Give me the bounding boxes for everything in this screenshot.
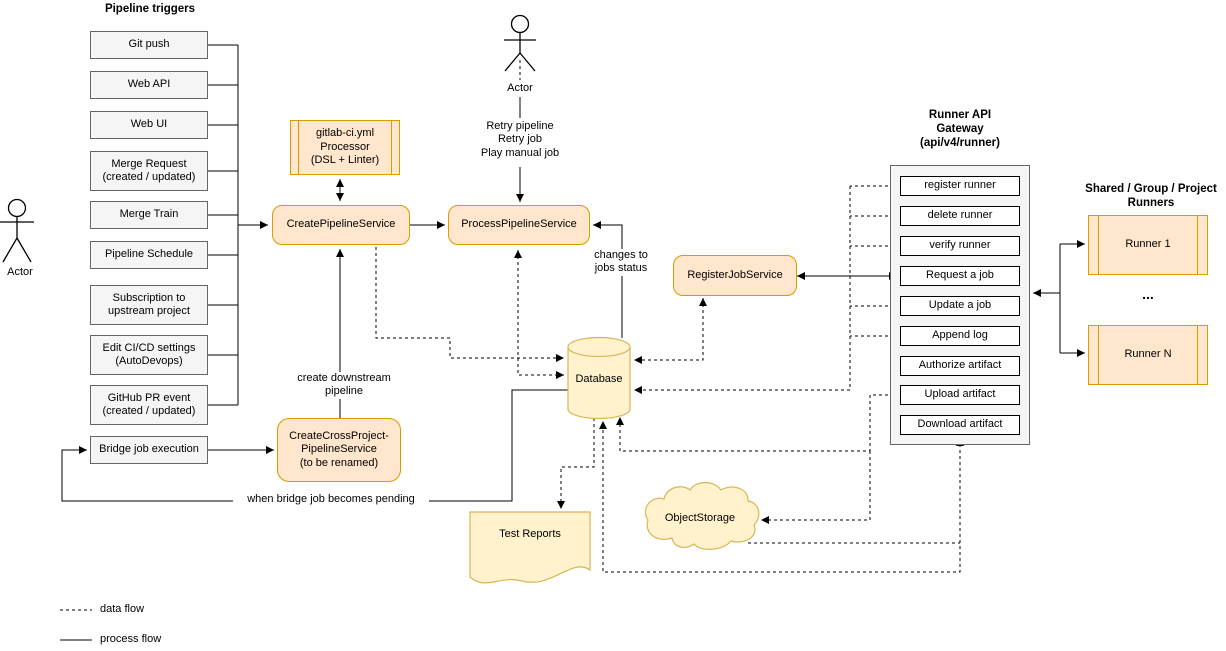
create-cross-project-pipeline-service: CreateCrossProject- PipelineService (to …	[277, 418, 401, 482]
retry-annotation: Retry pipeline Retry job Play manual job	[480, 120, 560, 159]
gateway-title: Runner API Gateway (api/v4/runner)	[920, 109, 1000, 150]
create-downstream-annotation: create downstream pipeline	[290, 372, 398, 399]
database-label: Database	[575, 373, 623, 385]
data-flow-wires	[60, 185, 964, 611]
runner-1: Runner 1	[1088, 215, 1208, 275]
register-job-service: RegisterJobService	[673, 255, 797, 296]
endpoint-append-log: Append log	[900, 326, 1020, 346]
trigger-edit-cicd: Edit CI/CD settings (AutoDevops)	[90, 335, 208, 375]
component-divider	[1197, 216, 1198, 274]
runners-title: Shared / Group / Project Runners	[1085, 183, 1217, 210]
object-storage-label: ObjectStorage	[664, 512, 736, 524]
component-divider	[298, 121, 299, 174]
component-divider	[1197, 326, 1198, 384]
endpoint-request-a-job: Request a job	[900, 266, 1020, 286]
database-shape	[567, 336, 631, 420]
trigger-web-ui: Web UI	[90, 111, 208, 139]
trigger-pipeline-schedule: Pipeline Schedule	[90, 241, 208, 269]
component-divider	[1098, 216, 1099, 274]
component-divider	[1098, 326, 1099, 384]
endpoint-upload-artifact: Upload artifact	[900, 385, 1020, 405]
endpoint-register-runner: register runner	[900, 176, 1020, 196]
endpoint-download-artifact: Download artifact	[900, 415, 1020, 435]
actor-top-label: Actor	[507, 82, 533, 94]
object-storage-shape	[644, 481, 760, 550]
runner-1-label: Runner 1	[1125, 238, 1171, 251]
trigger-bridge-job: Bridge job execution	[90, 436, 208, 464]
trigger-merge-request: Merge Request (created / updated)	[90, 151, 208, 191]
trigger-github-pr: GitHub PR event (created / updated)	[90, 385, 208, 425]
endpoint-delete-runner: delete runner	[900, 206, 1020, 226]
runners-ellipsis: ...	[1142, 286, 1154, 302]
actor-left-label: Actor	[7, 266, 33, 278]
trigger-git-push: Git push	[90, 31, 208, 59]
trigger-merge-train: Merge Train	[90, 201, 208, 229]
trigger-subscription: Subscription to upstream project	[90, 285, 208, 325]
endpoint-verify-runner: verify runner	[900, 236, 1020, 256]
legend-data-flow: data flow	[100, 603, 145, 615]
test-reports-shape	[469, 511, 591, 584]
legend-process-flow: process flow	[100, 633, 162, 645]
process-pipeline-service: ProcessPipelineService	[448, 205, 590, 245]
endpoint-authorize-artifact: Authorize artifact	[900, 356, 1020, 376]
trigger-web-api: Web API	[90, 71, 208, 99]
changes-to-jobs-status-annotation: changes to jobs status	[588, 249, 654, 276]
gitlab-ci-yml-processor: gitlab-ci.yml Processor (DSL + Linter)	[290, 120, 400, 175]
actor-top-figure	[504, 14, 536, 80]
component-divider	[391, 121, 392, 174]
endpoint-update-a-job: Update a job	[900, 296, 1020, 316]
create-pipeline-service: CreatePipelineService	[272, 205, 410, 245]
pipeline-triggers-title: Pipeline triggers	[104, 3, 196, 15]
actor-left-figure	[0, 198, 34, 263]
test-reports-label: Test Reports	[499, 528, 561, 540]
when-bridge-annotation: when bridge job becomes pending	[233, 493, 429, 507]
runner-n: Runner N	[1088, 325, 1208, 385]
processor-label: gitlab-ci.yml Processor (DSL + Linter)	[310, 127, 380, 167]
runner-n-label: Runner N	[1124, 348, 1172, 361]
